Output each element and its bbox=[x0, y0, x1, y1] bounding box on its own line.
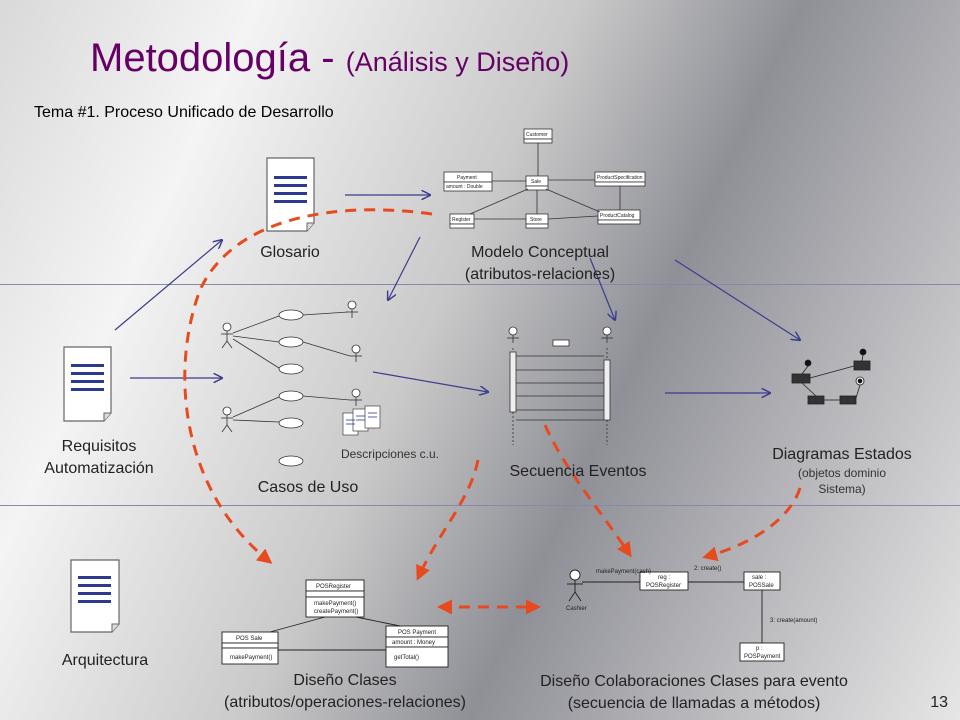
glosario-document-icon bbox=[266, 157, 315, 232]
collaboration-diagram-thumbnail bbox=[567, 569, 785, 662]
arrow-casos-secuencia bbox=[372, 371, 488, 392]
class-sale: POS Sale bbox=[236, 636, 263, 642]
svg-text:createPayment(): createPayment() bbox=[314, 609, 358, 615]
arquitectura-document-icon bbox=[70, 559, 120, 633]
svg-text:3: create(amount): 3: create(amount) bbox=[770, 618, 817, 624]
conceptual-model-thumbnail bbox=[443, 128, 646, 229]
dashed-arrows bbox=[183, 208, 802, 615]
sequence-diagram-thumbnail bbox=[507, 326, 613, 445]
glosario-label: Glosario bbox=[260, 244, 320, 261]
svg-text:sale :: sale : bbox=[752, 575, 767, 581]
svg-text:makePayment(cash): makePayment(cash) bbox=[596, 569, 651, 575]
descripciones-label: Descripciones c.u. bbox=[340, 447, 440, 461]
arrow-modelo-casos bbox=[388, 236, 421, 300]
svg-text:makePayment(): makePayment() bbox=[230, 655, 272, 661]
title-sub: (Análisis y Diseño) bbox=[345, 47, 570, 77]
class-payment: POS Payment bbox=[398, 630, 436, 636]
descripciones-documents-icon bbox=[342, 405, 381, 436]
class-diagram-labels: POSRegister makePayment() createPayment(… bbox=[230, 584, 436, 661]
state-diagram-thumbnail bbox=[791, 348, 871, 405]
conceptual-model-labels: Customer Payment amount : Double Sale Pr… bbox=[446, 132, 643, 223]
svg-text:POSRegister: POSRegister bbox=[646, 583, 681, 589]
dashed-arrow-secuencia-clases bbox=[416, 459, 480, 581]
collaboration-diagram-labels: Cashier makePayment(cash) 2: create() 3:… bbox=[566, 566, 817, 660]
use-case-thumbnail bbox=[221, 300, 362, 467]
separator-top bbox=[0, 284, 960, 285]
svg-text:reg :: reg : bbox=[658, 575, 670, 581]
svg-text:Customer: Customer bbox=[526, 132, 548, 138]
page-number: 13 bbox=[930, 694, 948, 711]
dashed-arrow-modelo-clases bbox=[183, 208, 433, 564]
svg-text:p :: p : bbox=[756, 646, 763, 652]
diseno-clases-label: Diseño Clases (atributos/operaciones-rel… bbox=[224, 672, 466, 711]
diseno-colab-label: Diseño Colaboraciones Clases para evento… bbox=[540, 673, 848, 712]
svg-text:Store: Store bbox=[530, 217, 542, 223]
svg-text:POSPayment: POSPayment bbox=[744, 654, 781, 660]
svg-text:2: create(): 2: create() bbox=[694, 566, 721, 572]
svg-text:ProductCatalog: ProductCatalog bbox=[600, 213, 635, 219]
class-register: POSRegister bbox=[316, 584, 351, 590]
flow-arrows bbox=[114, 195, 800, 393]
svg-text:amount : Double: amount : Double bbox=[446, 184, 483, 190]
arrow-modelo-estados bbox=[674, 259, 800, 340]
topic-line: Tema #1. Proceso Unificado de Desarrollo bbox=[34, 104, 334, 121]
svg-text:Sale: Sale bbox=[531, 179, 541, 185]
svg-text:POSSale: POSSale bbox=[749, 583, 774, 589]
title-main: Metodología - bbox=[90, 36, 335, 80]
casos-uso-label: Casos de Uso bbox=[257, 479, 359, 496]
svg-text:amount : Money: amount : Money bbox=[392, 640, 435, 646]
svg-text:makePayment(): makePayment() bbox=[314, 601, 356, 607]
svg-text:Register: Register bbox=[452, 217, 471, 223]
requisitos-label: Requisitos Automatización bbox=[44, 438, 154, 477]
dashed-arrow-estados-colab bbox=[702, 487, 802, 562]
modelo-conceptual-label: Modelo Conceptual (atributos-relaciones) bbox=[464, 244, 616, 283]
arrow-modelo-secuencia bbox=[589, 257, 615, 320]
svg-text:getTotal(): getTotal() bbox=[394, 655, 419, 661]
collab-actor-label: Cashier bbox=[566, 606, 587, 612]
dashed-arrow-secuencia-colab bbox=[543, 424, 632, 558]
separator-bottom bbox=[0, 505, 960, 506]
slide-title: Metodología - (Análisis y Diseño) bbox=[90, 36, 569, 81]
svg-text:Payment: Payment bbox=[457, 175, 477, 181]
class-diagram-thumbnail bbox=[221, 579, 449, 668]
secuencia-label: Secuencia Eventos bbox=[509, 463, 647, 480]
estados-sublabel: (objetos dominio Sistema) bbox=[797, 466, 887, 496]
estados-label: Diagramas Estados bbox=[772, 446, 912, 463]
arrow-requisitos-glosario bbox=[114, 240, 222, 331]
svg-text:ProductSpecification: ProductSpecification bbox=[597, 175, 643, 181]
requisitos-document-icon bbox=[63, 346, 112, 422]
arquitectura-label: Arquitectura bbox=[61, 652, 149, 669]
